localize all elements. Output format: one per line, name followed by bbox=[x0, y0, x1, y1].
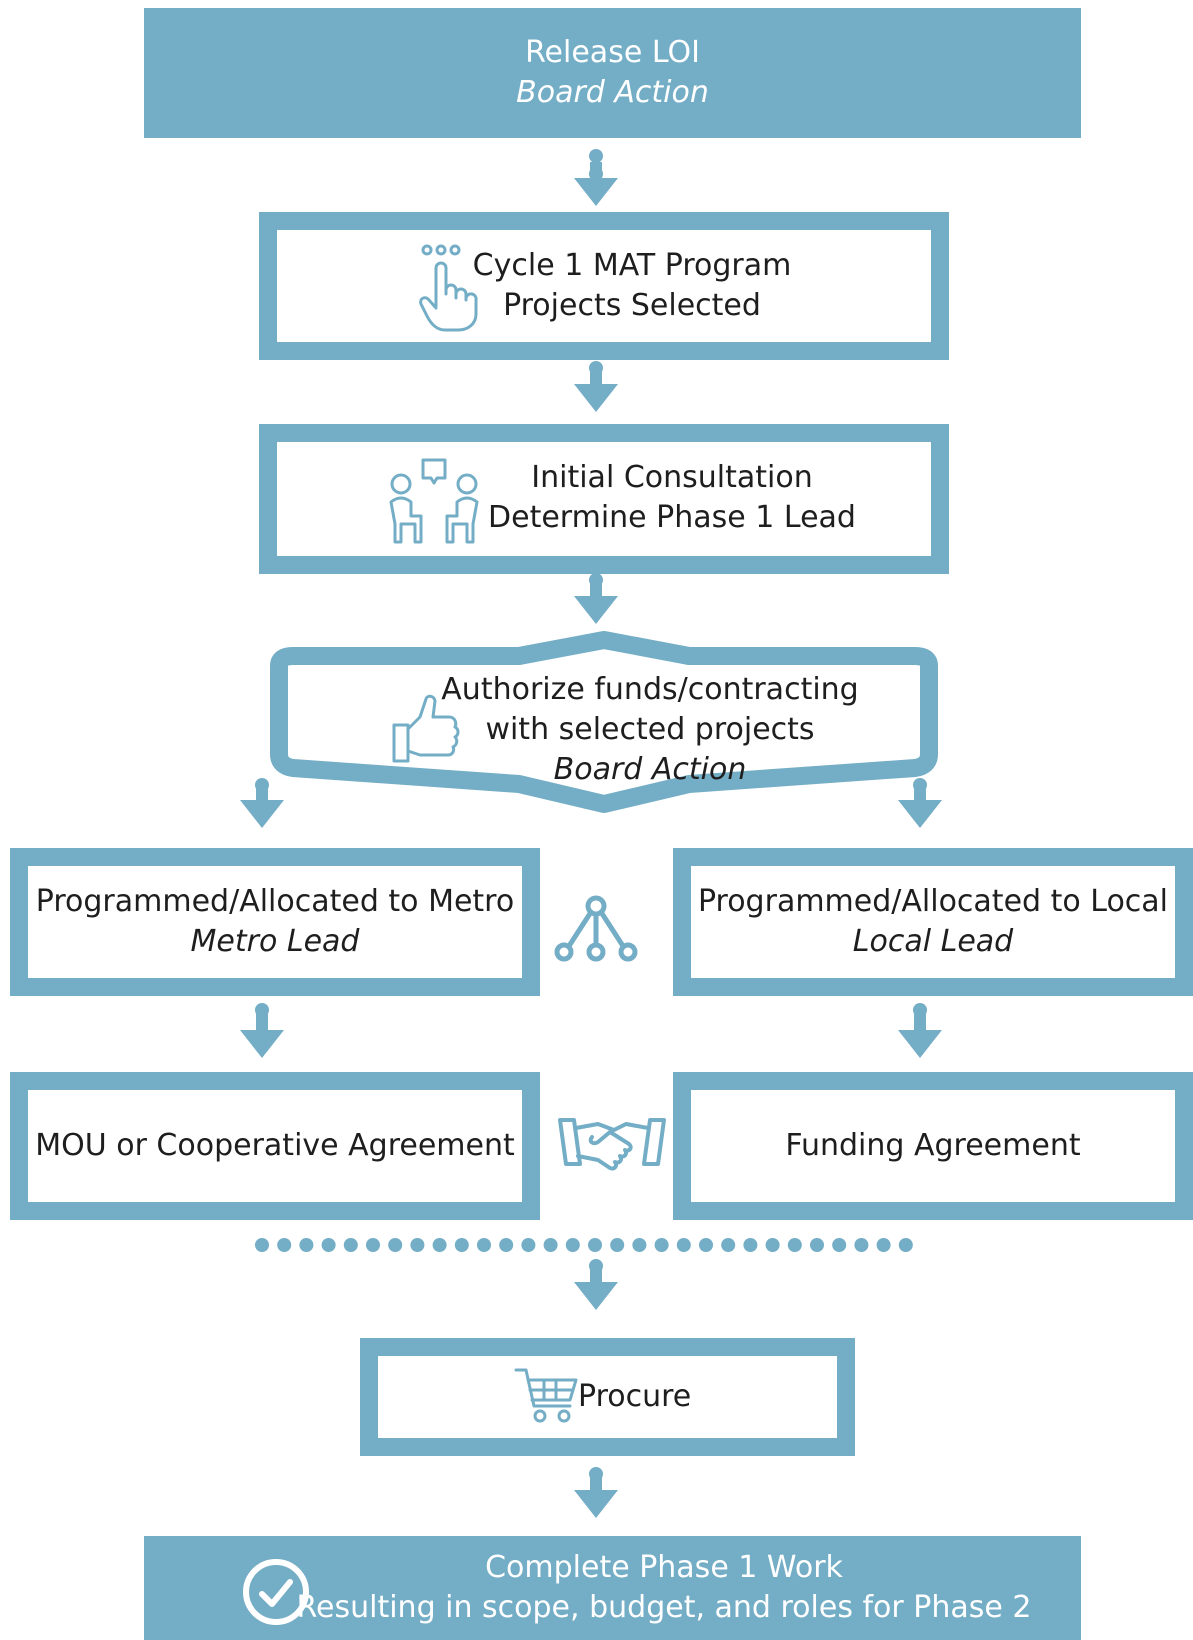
projects-selected-line1: Cycle 1 MAT Program bbox=[472, 248, 792, 283]
connector-arrow-8-stem bbox=[590, 1266, 602, 1284]
mou-box: MOU or Cooperative Agreement bbox=[10, 1072, 540, 1220]
connector-arrow-6 bbox=[240, 1030, 284, 1058]
pointing-finger-icon bbox=[419, 244, 478, 332]
merge-line-dot bbox=[299, 1238, 314, 1252]
release-loi-title: Release LOI bbox=[525, 35, 700, 70]
merge-line-dot bbox=[699, 1238, 713, 1252]
local-subtitle: Local Lead bbox=[852, 924, 1014, 959]
release-loi-box: Release LOI Board Action bbox=[144, 8, 1081, 138]
release-loi-subtitle: Board Action bbox=[516, 75, 709, 110]
connector-arrow-1 bbox=[574, 178, 618, 206]
merge-line-dot bbox=[787, 1238, 802, 1252]
procure-text: Procure bbox=[578, 1376, 728, 1418]
connector-dot bbox=[589, 149, 603, 163]
consultation-people-icon bbox=[389, 458, 479, 544]
complete-subtitle: Resulting in scope, budget, and roles fo… bbox=[296, 1590, 1032, 1625]
connector-arrow-3 bbox=[574, 596, 618, 624]
connector-arrow-7-stem bbox=[914, 1014, 926, 1032]
merge-line-dot bbox=[410, 1238, 425, 1252]
connector-arrow-7 bbox=[898, 1030, 942, 1058]
shopping-cart-icon bbox=[514, 1368, 578, 1423]
authorize-funds-shape bbox=[270, 631, 938, 813]
funding-title: Funding Agreement bbox=[785, 1128, 1081, 1163]
initial-consultation-line1: Initial Consultation bbox=[531, 460, 813, 495]
authorize-funds-text: Authorize funds/contracting with selecte… bbox=[440, 670, 860, 790]
complete-box: Complete Phase 1 Work Resulting in scope… bbox=[144, 1536, 1081, 1640]
connector-arrow-8 bbox=[574, 1282, 618, 1310]
connector-arrow-5-stem bbox=[914, 784, 926, 802]
merge-line-dot bbox=[454, 1238, 469, 1252]
merge-line-dot bbox=[721, 1238, 736, 1252]
connector-arrow-5 bbox=[898, 800, 942, 828]
connector-dot bbox=[913, 1003, 927, 1017]
merge-line-dot bbox=[854, 1238, 869, 1252]
merge-line-dot bbox=[432, 1238, 447, 1252]
merge-line-dot bbox=[743, 1238, 758, 1252]
authorize-funds-line2: with selected projects bbox=[485, 712, 815, 747]
branch-split-icon bbox=[554, 895, 638, 962]
merge-line-dot bbox=[543, 1238, 558, 1252]
initial-consultation-text: Initial Consultation Determine Phase 1 L… bbox=[477, 456, 867, 540]
authorize-funds-subtitle: Board Action bbox=[553, 752, 747, 787]
projects-selected-line2: Projects Selected bbox=[503, 288, 761, 323]
merge-line-dot bbox=[477, 1238, 491, 1252]
connector-dot bbox=[255, 1003, 269, 1017]
projects-selected-text: Cycle 1 MAT Program Projects Selected bbox=[473, 248, 792, 324]
thumbs-up-icon bbox=[392, 694, 460, 763]
merge-line-dot bbox=[610, 1238, 625, 1252]
metro-subtitle: Metro Lead bbox=[190, 924, 360, 959]
merge-line-dot bbox=[654, 1238, 669, 1252]
connector-arrow-2-stem bbox=[590, 368, 602, 386]
merge-line-dot bbox=[366, 1238, 380, 1252]
merge-line-dot bbox=[321, 1238, 336, 1252]
merge-line-dot bbox=[676, 1238, 691, 1252]
projects-selected-box: Cycle 1 MAT Program Projects Selected bbox=[259, 212, 949, 360]
connector-arrow-4-stem bbox=[256, 784, 268, 802]
merge-line-dot bbox=[277, 1238, 292, 1252]
procure-box: Procure bbox=[360, 1338, 855, 1456]
initial-consultation-line2: Determine Phase 1 Lead bbox=[488, 500, 856, 535]
mou-title: MOU or Cooperative Agreement bbox=[35, 1128, 515, 1163]
connector-arrow-1-stem bbox=[590, 162, 602, 180]
merge-line-dot bbox=[343, 1238, 358, 1252]
merge-line-dot bbox=[255, 1238, 269, 1252]
local-box: Programmed/Allocated to Local Local Lead bbox=[673, 848, 1193, 996]
local-title: Programmed/Allocated to Local bbox=[697, 884, 1169, 919]
merge-line-dot bbox=[876, 1238, 891, 1252]
connector-arrow-6-stem bbox=[256, 1014, 268, 1032]
check-circle-icon bbox=[243, 1559, 309, 1625]
metro-title: Programmed/Allocated to Metro bbox=[35, 884, 515, 919]
funding-box: Funding Agreement bbox=[673, 1072, 1193, 1220]
initial-consultation-box: Initial Consultation Determine Phase 1 L… bbox=[259, 424, 949, 574]
merge-line-dot bbox=[765, 1238, 780, 1252]
merge-line-dot bbox=[565, 1238, 580, 1252]
complete-text: Complete Phase 1 Work Resulting in scope… bbox=[297, 1544, 1032, 1632]
merge-line-dot bbox=[832, 1238, 847, 1252]
merge-line-dot bbox=[632, 1238, 647, 1252]
connector-arrow-9-stem bbox=[590, 1474, 602, 1492]
authorize-funds-line1: Authorize funds/contracting bbox=[441, 672, 859, 707]
handshake-icon bbox=[558, 1118, 666, 1171]
merge-line-dot bbox=[499, 1238, 514, 1252]
merge-line-dot bbox=[521, 1238, 536, 1252]
metro-box: Programmed/Allocated to Metro Metro Lead bbox=[10, 848, 540, 996]
connector-arrow-2 bbox=[574, 384, 618, 412]
procure-title: Procure bbox=[578, 1379, 692, 1414]
merge-line-dot bbox=[588, 1238, 602, 1252]
merge-line-dot bbox=[898, 1238, 913, 1252]
connector-arrow-3-stem bbox=[590, 580, 602, 598]
merge-line-dot bbox=[388, 1238, 403, 1252]
connector-arrow-4 bbox=[240, 800, 284, 828]
connector-arrow-9 bbox=[574, 1490, 618, 1518]
merge-line-dot bbox=[810, 1238, 824, 1252]
complete-title: Complete Phase 1 Work bbox=[485, 1550, 843, 1585]
